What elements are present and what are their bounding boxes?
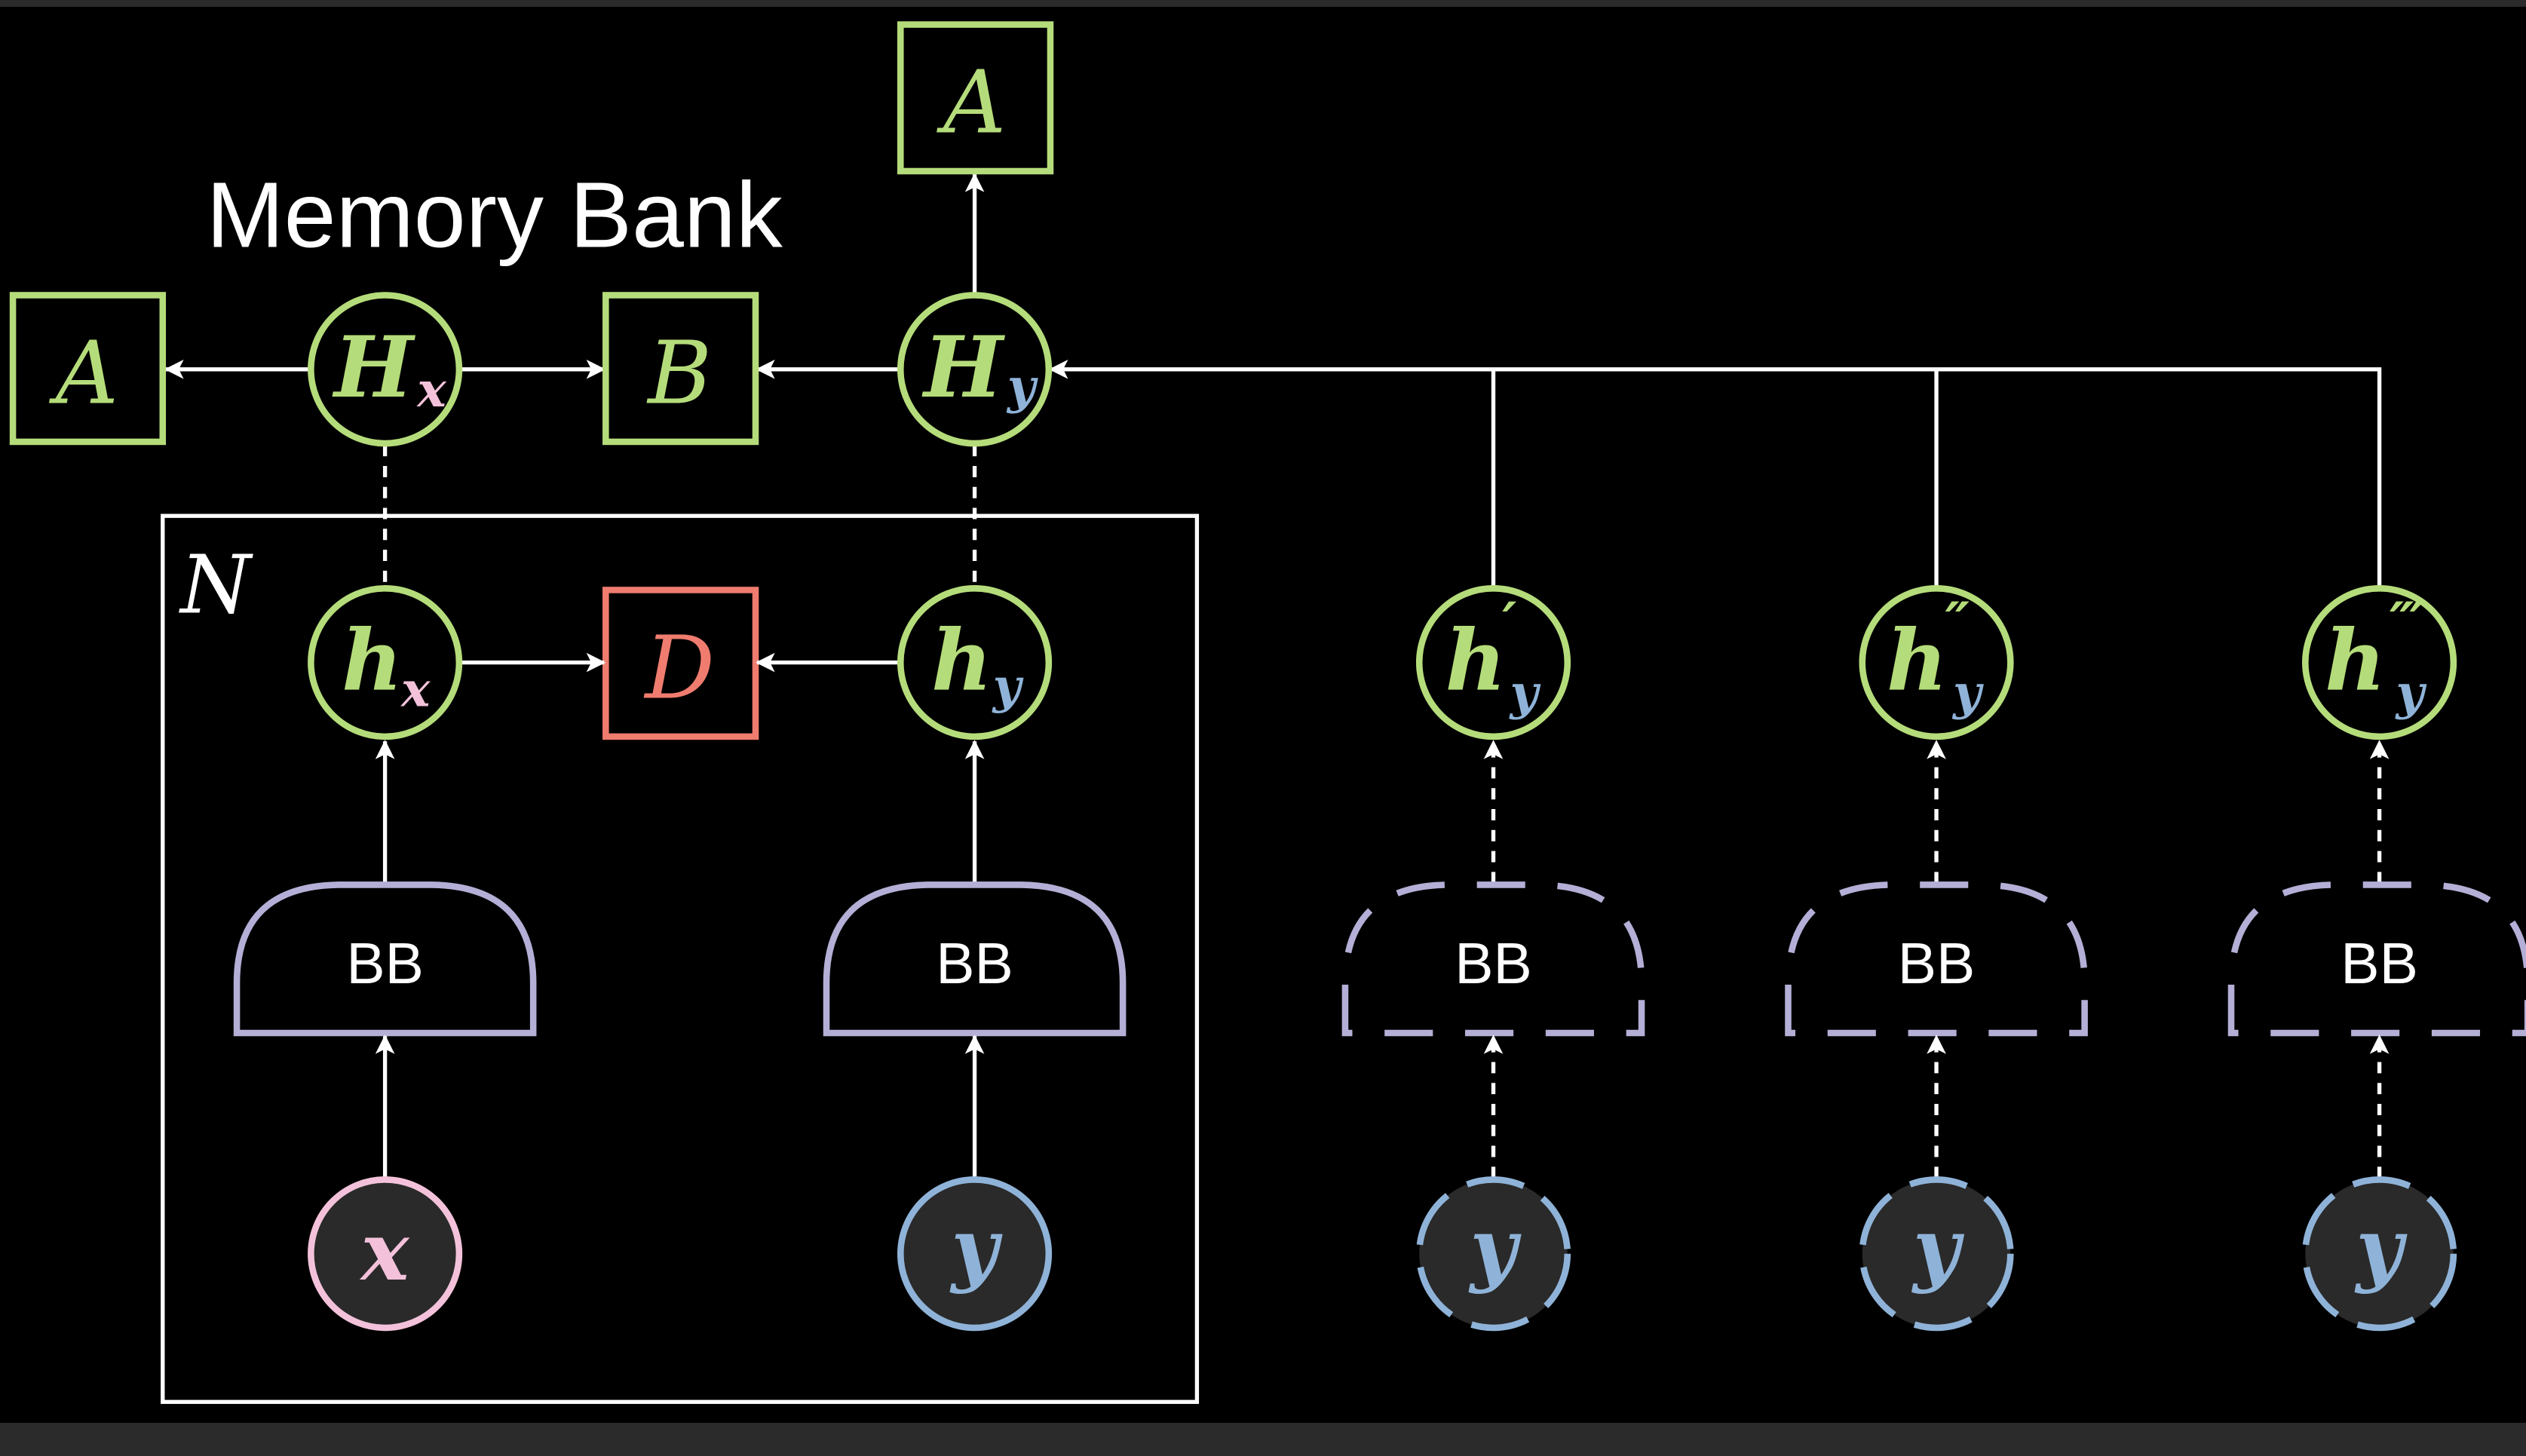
box-B-label: B: [646, 323, 712, 425]
branch-1: h ′ y BB y: [1341, 585, 1645, 1332]
node-y-aug-1-circle: [1415, 1176, 1571, 1332]
backbone-aug-1: [1341, 881, 1645, 1037]
node-h-prime-2-circle: [1859, 585, 2014, 740]
node-y-label: y: [950, 1202, 1004, 1296]
node-hx-subscript: x: [400, 661, 431, 718]
node-y-aug-3-label: y: [2355, 1202, 2408, 1296]
node-hy-subscript: y: [992, 658, 1024, 715]
backbone-aug-1-label: BB: [1455, 931, 1532, 996]
node-Hx: H x: [308, 292, 463, 447]
node-Hx-circle: [308, 292, 463, 447]
branch-2: h ″ y BB y: [1785, 585, 2088, 1332]
box-B: [602, 292, 759, 446]
node-h-prime-3-prime: ‴: [2390, 591, 2424, 655]
node-hy-circle: [897, 585, 1053, 740]
node-y-circle: [897, 1176, 1053, 1332]
box-A-top: [897, 21, 1054, 175]
node-h-prime-1-prime: ′: [1502, 591, 1516, 655]
node-x-circle: [308, 1176, 463, 1332]
box-A-left: [9, 292, 167, 446]
branch-3: h ‴ y BB y: [2227, 585, 2526, 1332]
node-hx: h x: [308, 585, 463, 740]
node-y-aug-2-label: y: [1911, 1202, 1965, 1296]
diagram-title: Memory Bank: [206, 163, 783, 267]
node-h-prime-3-label: h: [2325, 612, 2386, 710]
box-A-left-label: A: [49, 323, 118, 425]
node-h-prime-1-circle: [1415, 585, 1571, 740]
node-Hy-subscript: y: [1006, 359, 1038, 415]
node-hx-circle: [308, 585, 463, 740]
node-h-prime-1-subscript: y: [1508, 665, 1540, 722]
node-x-label: x: [360, 1205, 410, 1299]
backbone-x-label: BB: [346, 931, 424, 996]
node-Hy-label: H: [921, 319, 1005, 417]
node-h-prime-3-subscript: y: [2395, 665, 2427, 722]
plate-label: N: [178, 538, 253, 632]
node-x: x: [308, 1176, 463, 1332]
node-y-aug-2-circle: [1859, 1176, 2014, 1332]
node-Hx-label: H: [332, 319, 415, 417]
backbone-aug-3-label: BB: [2341, 931, 2418, 996]
box-D-label: D: [643, 618, 715, 719]
node-h-prime-2-prime: ″: [1945, 591, 1970, 655]
backbone-x: [233, 881, 537, 1037]
node-y-aug-1-label: y: [1468, 1202, 1522, 1296]
box-A-top-label: A: [937, 53, 1006, 154]
node-y-aug-3-circle: [2302, 1176, 2457, 1332]
backbone-aug-2: [1785, 881, 2088, 1037]
node-h-prime-2-label: h: [1887, 612, 1948, 710]
node-h-prime-2-subscript: y: [1951, 665, 1984, 722]
node-hx-label: h: [342, 612, 403, 710]
node-y: y: [897, 1176, 1053, 1332]
backbone-aug-3: [2227, 881, 2526, 1037]
backbone-y: [823, 881, 1127, 1037]
node-hy: h y: [897, 585, 1053, 740]
node-h-prime-1-label: h: [1445, 612, 1507, 710]
node-Hy-circle: [897, 292, 1053, 447]
backbone-y-label: BB: [936, 931, 1013, 996]
node-Hx-subscript: x: [415, 362, 446, 418]
node-Hy: H y: [897, 292, 1053, 447]
plate-n: [161, 513, 1200, 1404]
backbone-aug-2-label: BB: [1898, 931, 1976, 996]
node-hy-label: h: [931, 612, 992, 710]
node-h-prime-3-circle: [2302, 585, 2457, 740]
